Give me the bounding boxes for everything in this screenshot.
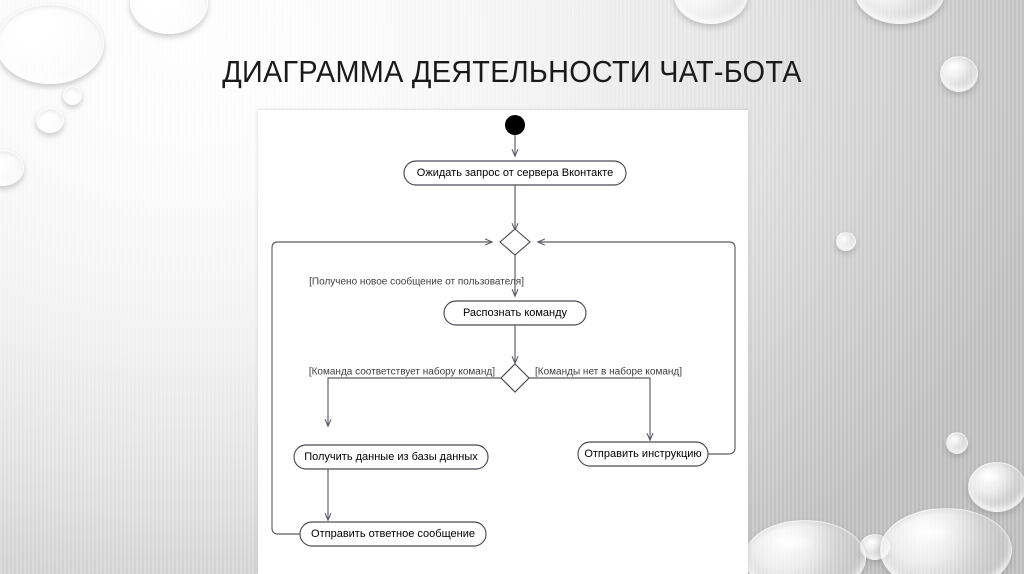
water-droplet-icon [836,232,856,251]
page-title: ДИАГРАММА ДЕЯТЕЛЬНОСТИ ЧАТ-БОТА [222,54,802,89]
merge-node [499,228,531,256]
water-droplet-icon [674,0,748,24]
water-droplet-icon [744,520,866,574]
edge-instruction-to-merge-loop [538,242,736,455]
water-droplet-icon [968,462,1024,512]
action-node-recognize-command [443,300,587,326]
water-droplet-icon [855,0,945,24]
water-droplet-icon [946,432,968,454]
activity-diagram [271,115,736,547]
water-droplet-icon [130,0,208,34]
diagram-canvas: Ожидать запрос от сервера Вконтакте Расп… [258,110,748,574]
action-node-get-data [293,444,489,470]
water-droplet-icon [36,108,64,133]
water-droplet-icon [880,508,1012,574]
edge-decision-to-getdata [328,377,502,426]
action-node-send-reply [299,521,487,547]
edge-decision-to-instruction [528,377,650,440]
water-droplet-icon [0,150,24,186]
decision-node [500,363,530,393]
action-node-wait-request [403,160,627,186]
action-node-send-instruction [577,441,709,467]
water-droplet-icon [860,534,890,560]
initial-node [505,115,525,135]
edge-reply-to-merge-loop [271,242,492,535]
